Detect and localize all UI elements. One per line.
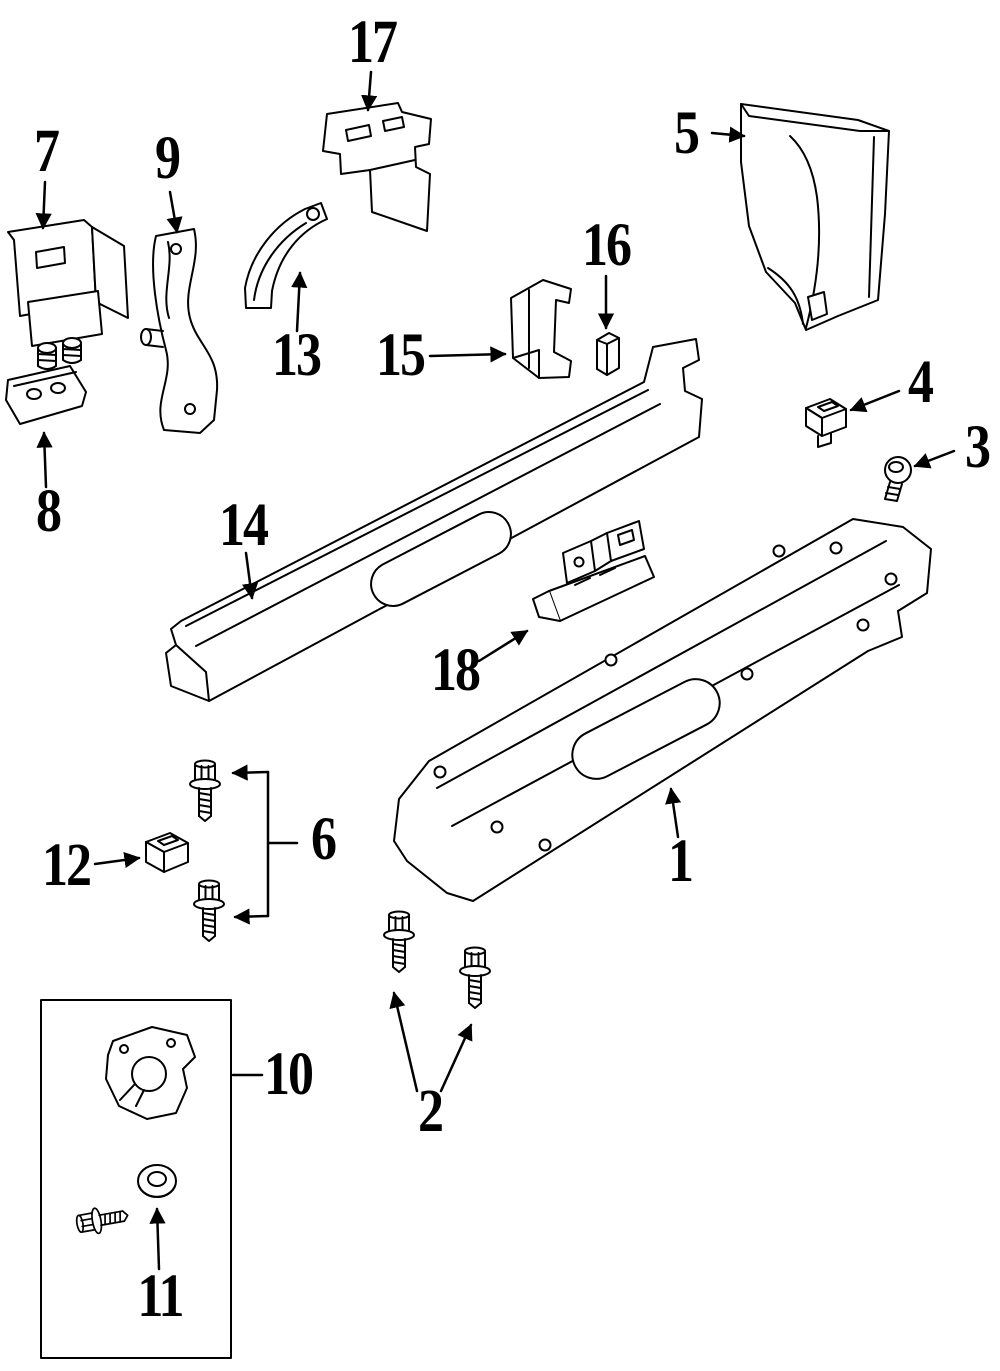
leader-lines	[35, 70, 956, 1271]
leader-11	[149, 1207, 166, 1271]
callout-4: 4	[908, 348, 934, 417]
part-14-reinforcement-bar	[165, 338, 703, 702]
leader-6a	[231, 764, 270, 781]
callout-8: 8	[36, 477, 62, 546]
leader-14	[242, 551, 259, 600]
callout-11: 11	[137, 1262, 184, 1331]
part-2-bolts	[383, 910, 491, 1009]
part-10-bracket	[105, 1026, 196, 1120]
leader-17	[361, 70, 378, 112]
callout-6: 6	[311, 805, 337, 874]
leader-1	[665, 787, 682, 839]
callout-5: 5	[674, 99, 700, 168]
leader-7	[35, 180, 52, 230]
part-12-clip	[145, 832, 189, 873]
leader-15	[428, 346, 507, 363]
leader-12	[93, 851, 141, 869]
callout-13: 13	[272, 321, 322, 390]
part-8-plate	[5, 365, 87, 425]
part-13-arm	[244, 202, 328, 309]
callout-18: 18	[431, 636, 481, 705]
leader-6-bracket	[266, 770, 299, 918]
leader-4	[849, 389, 901, 413]
leader-8	[36, 431, 53, 489]
leader-5	[710, 126, 746, 143]
part-18-bracket	[532, 520, 655, 622]
leader-13	[291, 271, 308, 333]
part-4-clip	[805, 398, 847, 448]
leader-2a	[389, 991, 419, 1093]
callout-3: 3	[965, 413, 991, 482]
leader-6b	[233, 908, 270, 925]
part-1-bumper-step-bar	[393, 518, 932, 902]
part-3-screw	[884, 456, 912, 502]
callout-14: 14	[219, 491, 269, 560]
leader-18	[477, 629, 529, 663]
part-5-end-cap	[740, 103, 890, 331]
callout-15: 15	[376, 321, 426, 390]
part-15-bracket	[510, 279, 572, 379]
part-7-bracket	[7, 219, 129, 370]
part-6-bolts	[189, 759, 225, 942]
callout-10: 10	[264, 1040, 314, 1109]
callout-2: 2	[418, 1077, 444, 1146]
leader-3	[913, 449, 956, 469]
callout-12: 12	[42, 831, 92, 900]
part-17-bracket	[322, 102, 432, 232]
callout-17: 17	[348, 8, 398, 77]
part-11-nut-and-bolt	[73, 1164, 177, 1238]
callout-9: 9	[155, 124, 181, 193]
callout-16: 16	[582, 211, 632, 280]
part-16-spacer	[596, 332, 620, 376]
callout-1: 1	[668, 827, 694, 896]
leader-9	[166, 190, 183, 234]
part-9-bracket	[140, 228, 219, 434]
callout-7: 7	[34, 117, 60, 186]
leader-2b	[439, 1023, 473, 1093]
